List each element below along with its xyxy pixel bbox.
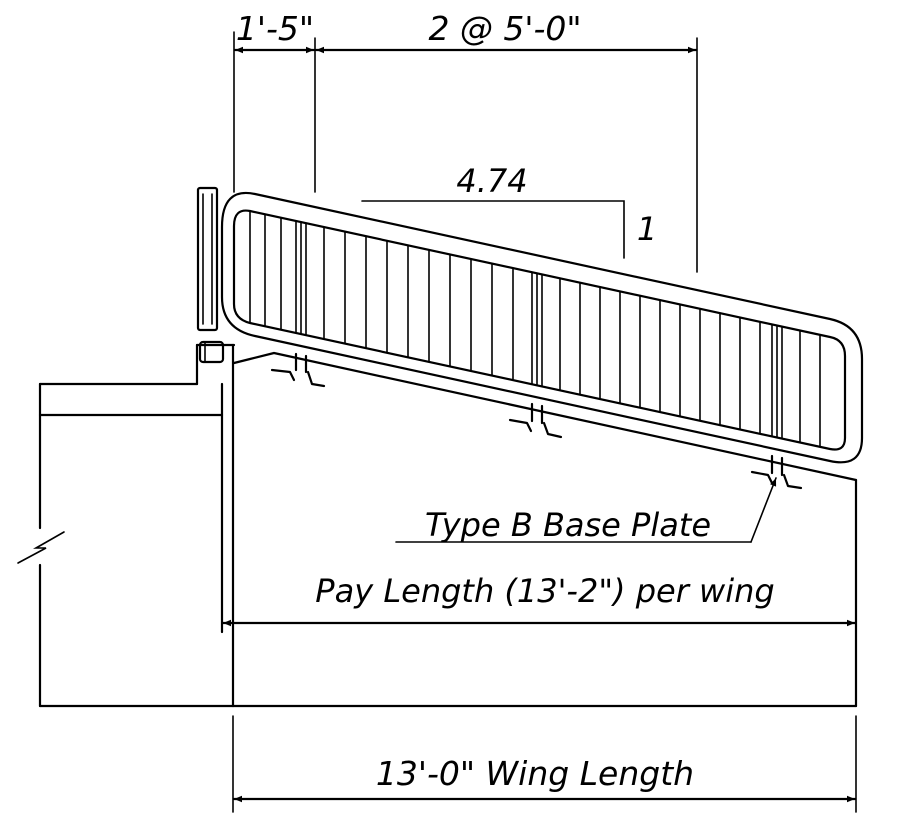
base-plate-2 (508, 402, 563, 439)
wing-length-dimension: 13'-0" Wing Length (232, 715, 857, 813)
base-plate-1 (270, 352, 326, 388)
railing-outer-frame (220, 191, 864, 464)
pay-length-label: Pay Length (13'-2") per wing (315, 572, 774, 610)
wing-length-label: 13'-0" Wing Length (376, 754, 694, 793)
base-plate-callout: Type B Base Plate (395, 477, 777, 544)
railing-panel (220, 191, 864, 464)
break-line (17, 531, 65, 564)
post-spacing-label: 2 @ 5'-0" (428, 9, 581, 48)
slope-run-label: 4.74 (456, 162, 527, 200)
base-plate-anchors (270, 352, 803, 490)
slope-rise-label: 1 (637, 210, 657, 248)
railing-inner-frame (232, 209, 847, 451)
existing-structure (17, 343, 236, 708)
end-post-spacing-label: 1'-5" (236, 9, 314, 48)
end-post (196, 186, 225, 364)
balusters (249, 211, 821, 447)
pay-length-dimension: Pay Length (13'-2") per wing (221, 572, 857, 627)
slope-indicator: 4.74 1 (361, 162, 657, 259)
wing-wall (231, 343, 858, 708)
base-plate-label: Type B Base Plate (425, 506, 711, 544)
base-plate-3 (750, 454, 803, 490)
top-dimensions: 1'-5" 2 @ 5'-0" (233, 9, 698, 273)
